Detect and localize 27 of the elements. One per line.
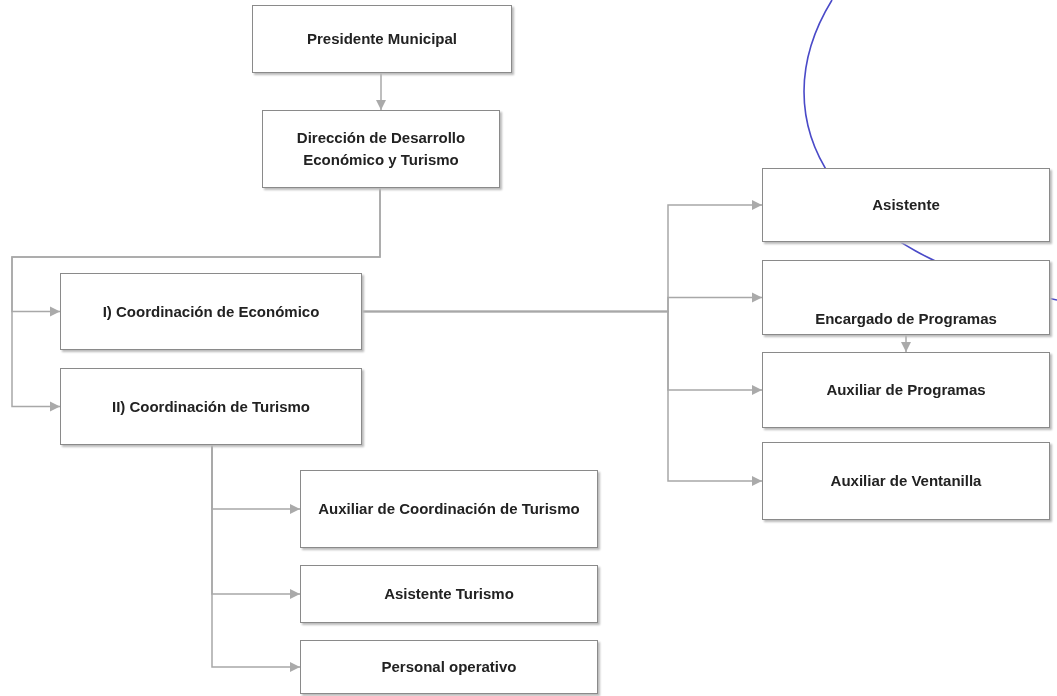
connector-arrow bbox=[361, 310, 763, 487]
org-box bbox=[762, 442, 1050, 520]
role-label: Presidente Municipal bbox=[306, 29, 457, 50]
role-label: Personal operativo bbox=[381, 657, 517, 678]
org-box bbox=[262, 110, 500, 188]
role-label: Auxiliar de Programas bbox=[826, 380, 986, 401]
org-box bbox=[300, 470, 598, 548]
org-box bbox=[252, 5, 512, 73]
role-label: Auxiliar de Coordinación de Turismo bbox=[318, 499, 580, 520]
role-label: Encargado de Programas bbox=[815, 309, 997, 330]
role-label: Asistente Turismo bbox=[384, 584, 514, 605]
role-label: Auxiliar de Ventanilla bbox=[830, 471, 982, 492]
connector-arrow bbox=[900, 334, 912, 353]
org-box bbox=[60, 368, 362, 445]
org-box bbox=[762, 168, 1050, 242]
role-label: I) Coordinación de Económico bbox=[102, 301, 320, 322]
connector-arrow bbox=[375, 72, 387, 111]
org-box bbox=[300, 640, 598, 694]
org-box bbox=[60, 273, 362, 350]
role-label: Asistente bbox=[872, 195, 940, 216]
connector-arrow bbox=[11, 187, 381, 412]
role-label: II) Coordinación de Turismo bbox=[111, 396, 311, 417]
role-label: Dirección de Desarrollo Económico y Turismo bbox=[295, 128, 467, 170]
org-box bbox=[762, 352, 1050, 428]
connector-arrow bbox=[211, 444, 301, 673]
org-box bbox=[300, 565, 598, 623]
org-box bbox=[762, 260, 1050, 335]
